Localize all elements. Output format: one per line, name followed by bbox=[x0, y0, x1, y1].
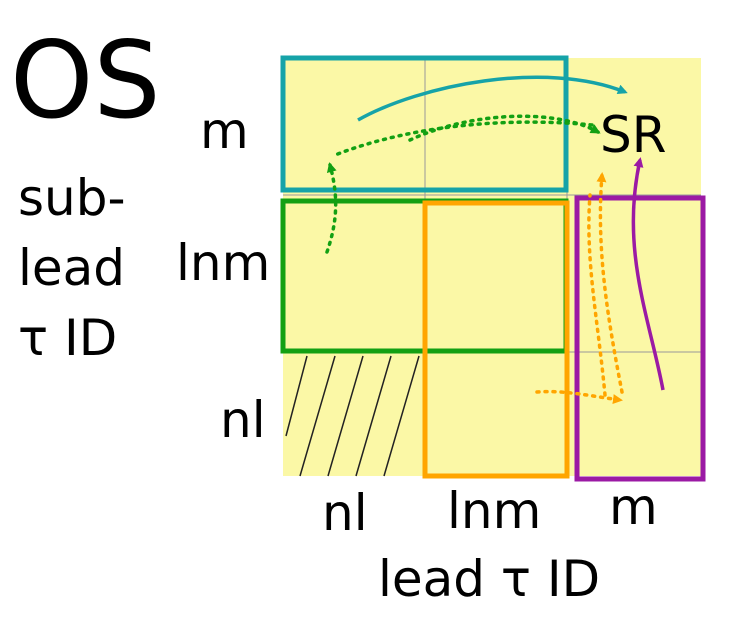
y-axis-label-line-2: lead bbox=[18, 239, 125, 297]
purple-region-box bbox=[574, 195, 706, 482]
y-tick-m: m bbox=[200, 102, 249, 160]
orange-region-box bbox=[422, 200, 570, 479]
green-arrow-up bbox=[325, 162, 338, 254]
y-tick-nl: nl bbox=[220, 391, 266, 449]
title: OS bbox=[10, 19, 161, 142]
teal-arrow bbox=[357, 75, 628, 122]
y-axis-label-line-1: sub- bbox=[18, 169, 126, 227]
purple-arrow bbox=[631, 157, 665, 391]
x-tick-lnm: lnm bbox=[447, 482, 541, 540]
orange-arrow-horizontal bbox=[535, 389, 623, 405]
hatch-nl-nl bbox=[285, 355, 420, 477]
orange-arrow-up bbox=[596, 172, 624, 394]
green-arrow-from-sr bbox=[333, 120, 594, 157]
orange-arrow-lower bbox=[587, 193, 607, 397]
x-tick-nl: nl bbox=[322, 484, 368, 542]
x-tick-m: m bbox=[609, 478, 658, 536]
x-axis-label: lead τ ID bbox=[378, 550, 600, 608]
y-axis-label-line-3: τ ID bbox=[18, 309, 117, 367]
signal-region-label: SR bbox=[600, 106, 666, 164]
cell-background bbox=[283, 58, 701, 476]
y-tick-lnm: lnm bbox=[176, 234, 270, 292]
